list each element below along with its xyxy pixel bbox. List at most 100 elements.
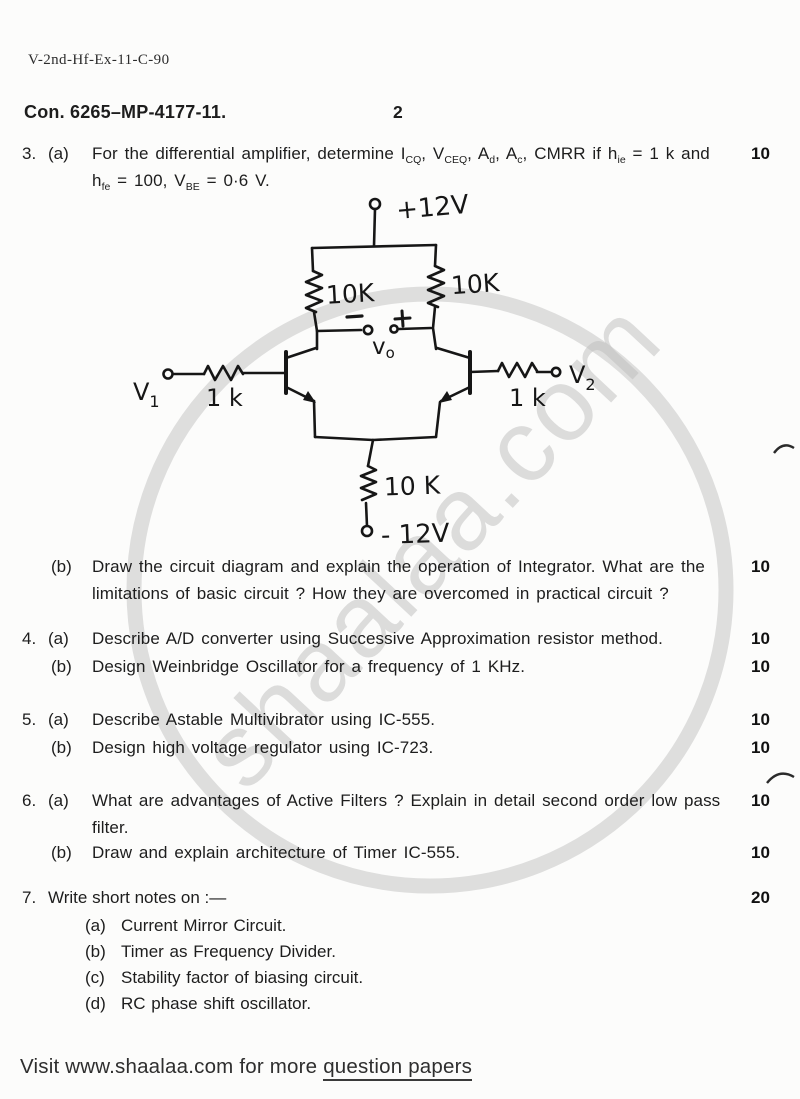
q6a-row: 6. (a) What are advantages of Active Fil…	[0, 791, 800, 815]
q3a-text-line2: hfe = 100, VBE = 0·6 V.	[92, 171, 270, 193]
scan-arc-bottom	[766, 772, 795, 784]
emitter-wire-left	[312, 399, 317, 439]
q7b-label: (b)	[85, 942, 106, 961]
resistor-right	[426, 264, 446, 309]
q7a-text: Current Mirror Circuit.	[121, 916, 287, 935]
input-resistor-left-label: 1 k	[206, 384, 243, 412]
v2-label: V2	[569, 361, 596, 394]
q7a-row: (a) Current Mirror Circuit.	[0, 916, 800, 940]
emitter-arrow-left	[303, 391, 316, 403]
q7c-row: (c) Stability factor of biasing circuit.	[0, 968, 800, 992]
q3b-text-line2: limitations of basic circuit ? How they …	[92, 584, 669, 603]
right-collector-wire	[431, 305, 438, 351]
input-terminal-v1	[162, 368, 174, 380]
q7c-label: (c)	[85, 968, 105, 987]
q3b-label: (b)	[51, 557, 72, 576]
collector-resistor-right-label: 10K	[450, 268, 501, 300]
q4-number: 4.	[22, 629, 37, 648]
emitter-rail	[313, 435, 438, 442]
collector-lead-right	[435, 346, 472, 360]
tail-resistor-label: 10 K	[383, 471, 441, 502]
q6b-marks: 10	[751, 843, 770, 862]
emitter-wire-right	[434, 400, 442, 439]
tail-wire-bottom	[364, 501, 369, 528]
q7c-text: Stability factor of biasing circuit.	[121, 968, 364, 987]
footer-prefix: Visit www.shaalaa.com for more	[20, 1055, 324, 1078]
q7-number: 7.	[22, 888, 37, 907]
q3-number: 3.	[22, 144, 37, 163]
footer-note: Visit www.shaalaa.com for more question …	[20, 1055, 473, 1081]
q3a-row: 3. (a) For the differential amplifier, d…	[0, 144, 800, 168]
tail-wire-top	[366, 438, 375, 468]
q6a-text-line2: filter.	[92, 818, 129, 837]
circuit-labels: +12V 10K 10K vo V1 V2 1 k 1 k 10 K - 12V	[133, 190, 596, 551]
top-rail	[310, 243, 438, 250]
scan-artifact-arcs	[766, 444, 795, 784]
plus-sign	[393, 309, 412, 328]
negative-supply-terminal	[360, 524, 374, 538]
exam-code: Con. 6265–MP-4177-11.	[24, 102, 227, 122]
q7d-label: (d)	[85, 994, 106, 1013]
q4a-marks: 10	[751, 629, 770, 648]
q6b-row: (b) Draw and explain architecture of Tim…	[0, 843, 800, 867]
input-resistor-right	[496, 361, 539, 379]
q6-number: 6.	[22, 791, 37, 810]
q3a-marks: 10	[751, 144, 770, 163]
output-wire-right	[397, 326, 433, 331]
q5b-label: (b)	[51, 738, 72, 757]
q6a-row2: filter.	[0, 818, 800, 842]
q5b-marks: 10	[751, 738, 770, 757]
resistor-left	[304, 269, 324, 314]
output-voltage-label: vo	[372, 334, 395, 362]
q7b-row: (b) Timer as Frequency Divider.	[0, 942, 800, 966]
q5b-row: (b) Design high voltage regulator using …	[0, 738, 800, 762]
transistor-left	[241, 346, 318, 403]
watermark-circle	[126, 286, 734, 894]
q5a-text: Describe Astable Multivibrator using IC-…	[92, 710, 436, 729]
q7d-text: RC phase shift oscillator.	[121, 994, 312, 1013]
scan-arc-top	[773, 444, 795, 454]
supply-wire	[372, 207, 377, 248]
q4a-text: Describe A/D converter using Successive …	[92, 629, 663, 648]
supply-positive-label: +12V	[395, 190, 470, 226]
q3a-text-line1: For the differential amplifier, determin…	[92, 144, 710, 166]
q4b-text: Design Weinbridge Oscillator for a frequ…	[92, 657, 526, 676]
output-terminal-minus	[362, 324, 374, 336]
transistor-right	[435, 346, 500, 403]
q4a-label: (a)	[48, 629, 69, 648]
differential-amplifier-circuit	[162, 197, 562, 538]
q4b-row: (b) Design Weinbridge Oscillator for a f…	[0, 657, 800, 681]
input-resistor-left	[202, 364, 245, 382]
page-number: 2	[393, 102, 403, 122]
q6a-text-line1: What are advantages of Active Filters ? …	[92, 791, 721, 810]
q6b-text: Draw and explain architecture of Timer I…	[92, 843, 461, 862]
base-wire-right	[468, 369, 500, 374]
q4a-row: 4. (a) Describe A/D converter using Succ…	[0, 629, 800, 653]
q5-number: 5.	[22, 710, 37, 729]
q3b-marks: 10	[751, 557, 770, 576]
q7a-label: (a)	[85, 916, 106, 935]
positive-supply-terminal	[368, 197, 382, 211]
q4b-marks: 10	[751, 657, 770, 676]
q5a-label: (a)	[48, 710, 69, 729]
q7d-row: (d) RC phase shift oscillator.	[0, 994, 800, 1018]
minus-sign	[345, 314, 364, 319]
q5a-row: 5. (a) Describe Astable Multivibrator us…	[0, 710, 800, 734]
v1-label: V1	[133, 378, 160, 411]
footer-underlined-text: question papers	[323, 1055, 473, 1081]
output-terminal-plus	[389, 324, 399, 334]
output-wire-left	[315, 328, 363, 333]
q6b-label: (b)	[51, 843, 72, 862]
q5a-marks: 10	[751, 710, 770, 729]
tail-resistor	[359, 464, 378, 502]
q3a-row2: hfe = 100, VBE = 0·6 V.	[0, 171, 800, 195]
q6a-marks: 10	[751, 791, 770, 810]
q7-text: Write short notes on :—	[48, 888, 227, 907]
supply-negative-label: - 12V	[380, 519, 450, 551]
q3b-row2: limitations of basic circuit ? How they …	[0, 584, 800, 608]
q6a-label: (a)	[48, 791, 69, 810]
left-stub	[310, 246, 315, 273]
q4b-label: (b)	[51, 657, 72, 676]
